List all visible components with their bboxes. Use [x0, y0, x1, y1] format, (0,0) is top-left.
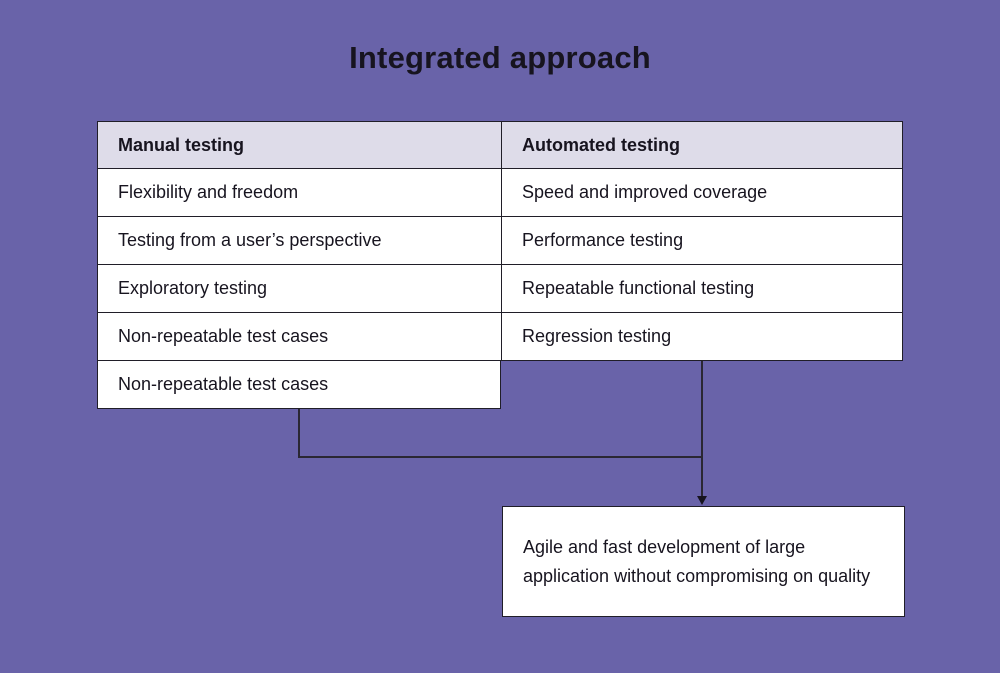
- table-row: Flexibility and freedom Speed and improv…: [97, 169, 903, 217]
- table-cell-automated: Regression testing: [501, 313, 903, 361]
- table-cell-manual: Non-repeatable test cases: [97, 313, 501, 361]
- header-cell-automated-testing: Automated testing: [501, 121, 903, 169]
- table-cell-manual: Non-repeatable test cases: [97, 361, 501, 409]
- table-row: Non-repeatable test cases Regression tes…: [97, 313, 903, 361]
- table-row: Testing from a user’s perspective Perfor…: [97, 217, 903, 265]
- table-cell-manual: Flexibility and freedom: [97, 169, 501, 217]
- header-cell-manual-testing: Manual testing: [97, 121, 501, 169]
- table-header-row: Manual testing Automated testing: [97, 121, 903, 169]
- arrowhead-down-icon: [697, 496, 707, 505]
- table-cell-automated: Performance testing: [501, 217, 903, 265]
- table-cell-manual: Testing from a user’s perspective: [97, 217, 501, 265]
- table-row-left-only: Non-repeatable test cases: [97, 361, 903, 409]
- page-title: Integrated approach: [349, 40, 651, 75]
- manual-column-connector-line: [298, 409, 702, 458]
- table-cell-automated: Repeatable functional testing: [501, 265, 903, 313]
- table-row: Exploratory testing Repeatable functiona…: [97, 265, 903, 313]
- table-cell-automated: Speed and improved coverage: [501, 169, 903, 217]
- comparison-table: Manual testing Automated testing Flexibi…: [97, 121, 903, 409]
- table-cell-manual: Exploratory testing: [97, 265, 501, 313]
- result-box: Agile and fast development of large appl…: [502, 506, 905, 617]
- result-box-text: Agile and fast development of large appl…: [523, 536, 871, 586]
